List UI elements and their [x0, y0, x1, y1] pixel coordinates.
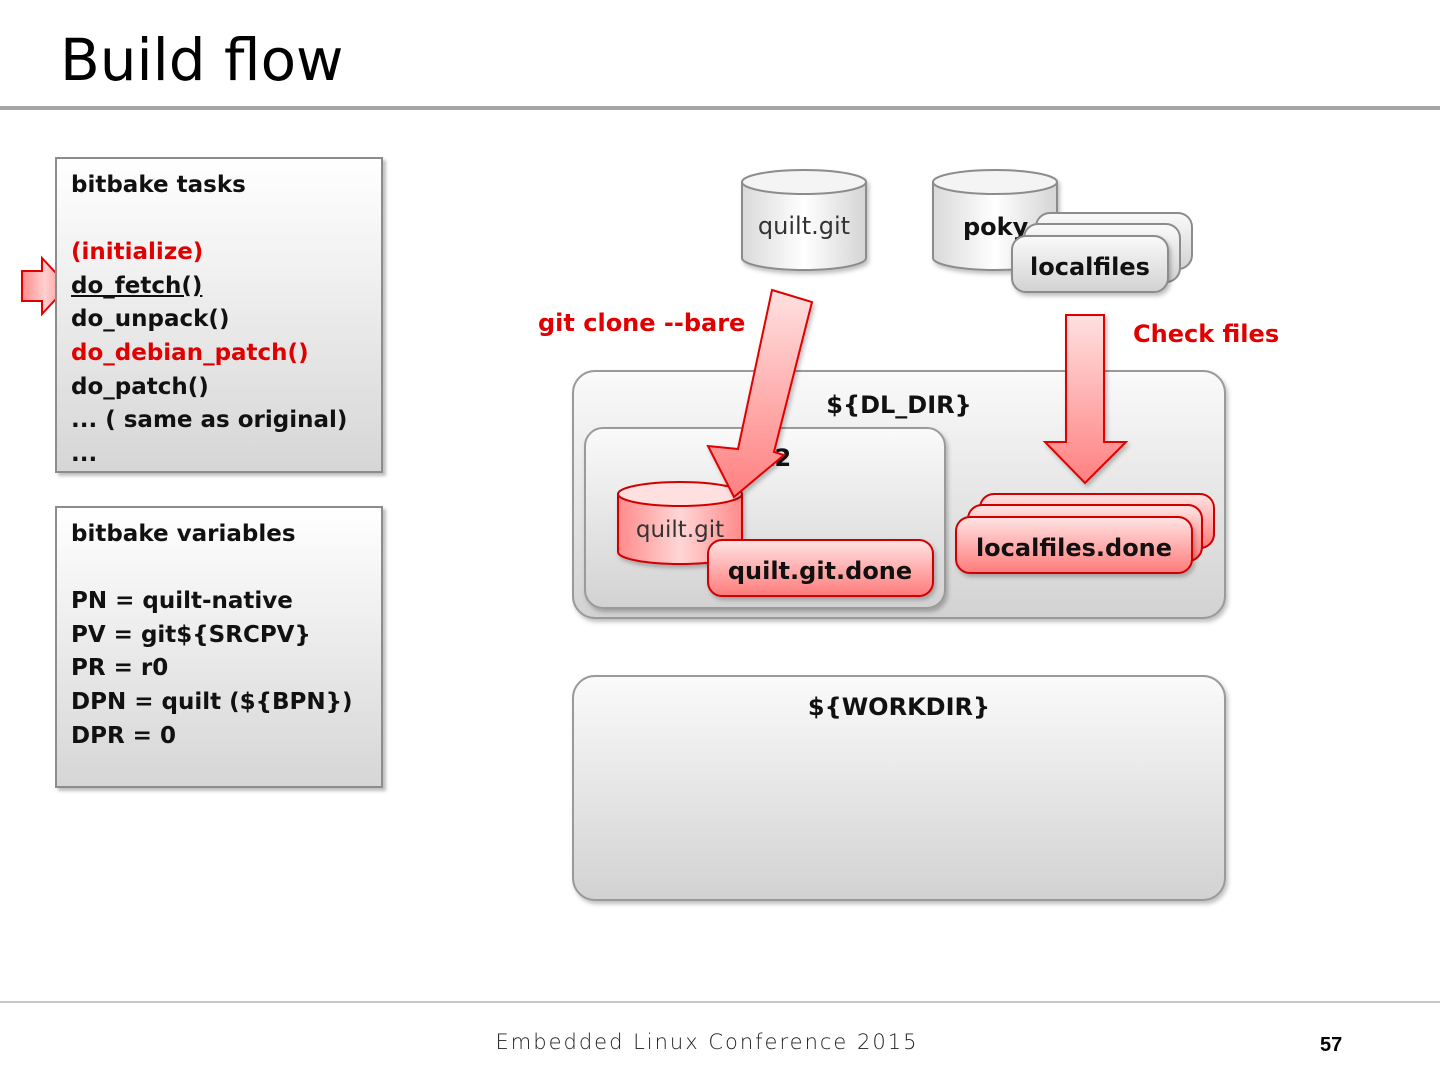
- task-item: ...: [71, 440, 98, 467]
- check-files-label: Check files: [1133, 320, 1279, 348]
- tasks-panel: bitbake tasks (initialize) do_fetch() do_u…: [55, 157, 383, 473]
- title-divider: [0, 106, 1440, 110]
- variables-panel: bitbake variables PN = quilt-native PV =…: [55, 506, 383, 788]
- footer-divider: [0, 1001, 1440, 1003]
- tasks-heading: bitbake tasks: [71, 172, 246, 198]
- task-list: (initialize) do_fetch() do_unpack() do_debi…: [71, 236, 367, 471]
- source-quilt-git-label: quilt.git: [758, 212, 850, 240]
- git-clone-label: git clone --bare: [538, 309, 745, 337]
- variable-line: PR = r0: [71, 655, 169, 682]
- variable-line: DPN = quilt (${BPN}): [71, 688, 353, 715]
- variable-line: PV = git${SRCPV}: [71, 621, 311, 648]
- task-item: (initialize): [71, 239, 204, 266]
- task-item: ... ( same as original): [71, 407, 348, 434]
- source-localfiles-label: localfiles: [1030, 253, 1150, 281]
- dl-dir-label: ${DL_DIR}: [826, 391, 971, 419]
- workdir-container: [572, 675, 1226, 901]
- variables-heading: bitbake variables: [71, 521, 296, 547]
- localfiles-done-stack: [955, 493, 1215, 574]
- source-localfiles-stack: [1011, 212, 1193, 293]
- quilt-git-done-label: quilt.git.done: [728, 557, 912, 585]
- check-files-arrow-icon: [1042, 314, 1129, 485]
- variable-line: DPR = 0: [71, 722, 176, 749]
- dl-quilt-git-label: quilt.git: [636, 517, 724, 543]
- slide-title: Build flow: [60, 26, 344, 94]
- git-clone-arrow-icon: [706, 288, 814, 499]
- quilt-git-done-box: [707, 539, 934, 597]
- task-item-current: do_fetch(): [71, 272, 203, 299]
- source-poky-label: poky: [963, 213, 1029, 241]
- localfiles-done-label: localfiles.done: [976, 534, 1172, 562]
- source-quilt-git-cylinder: [741, 169, 867, 271]
- footer-text: Embedded Linux Conference 2015: [495, 1030, 919, 1054]
- page-number: 57: [1320, 1034, 1343, 1056]
- variable-line: PN = quilt-native: [71, 588, 293, 615]
- workdir-label: ${WORKDIR}: [808, 693, 990, 721]
- task-item: do_patch(): [71, 373, 209, 400]
- task-item: do_unpack(): [71, 306, 230, 333]
- task-item: do_debian_patch(): [71, 339, 309, 366]
